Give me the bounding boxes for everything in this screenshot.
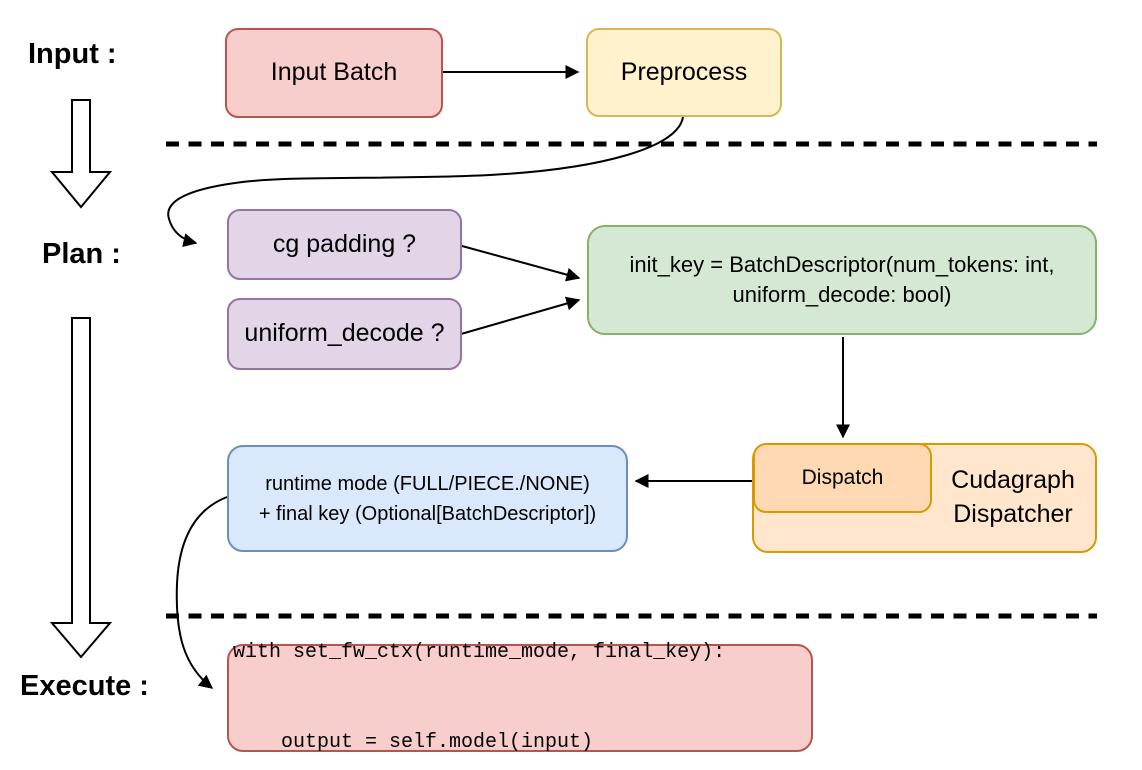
node-dispatch: Dispatch xyxy=(753,443,932,513)
stage-label-input: Input : xyxy=(28,38,117,70)
node-cg-padding: cg padding ? xyxy=(227,209,462,280)
node-execute-code-line2: output = self.model(input) xyxy=(233,731,594,754)
node-uniform-decode: uniform_decode ? xyxy=(227,298,462,370)
node-runtime-mode: runtime mode (FULL/PIECE./NONE) + final … xyxy=(227,445,628,552)
stage-label-execute: Execute : xyxy=(20,670,149,702)
stage-label-plan: Plan : xyxy=(42,238,121,270)
stage-arrow-plan-to-execute-icon xyxy=(49,317,113,659)
node-cg-padding-label: cg padding ? xyxy=(272,229,417,258)
stage-arrow-input-to-plan-icon xyxy=(49,99,113,209)
node-cudagraph-dispatcher-label: Cudagraph Dispatcher xyxy=(951,466,1075,528)
node-runtime-mode-line1: runtime mode (FULL/PIECE./NONE) xyxy=(265,472,590,495)
node-init-key: init_key = BatchDescriptor(num_tokens: i… xyxy=(587,225,1097,335)
node-preprocess: Preprocess xyxy=(586,28,782,117)
node-execute-code-line1: with set_fw_ctx(runtime_mode, final_key)… xyxy=(233,641,726,664)
node-dispatch-label: Dispatch xyxy=(801,465,884,489)
node-execute-code: with set_fw_ctx(runtime_mode, final_key)… xyxy=(227,641,813,754)
node-preprocess-label: Preprocess xyxy=(620,57,748,86)
node-init-key-line1: init_key = BatchDescriptor(num_tokens: i… xyxy=(629,252,1055,277)
arrow-uniform-decode-to-init-key xyxy=(460,296,581,335)
node-input-batch: Input Batch xyxy=(225,28,443,118)
arrow-preprocess-to-cg-padding xyxy=(167,116,684,247)
arrow-cg-padding-to-init-key xyxy=(461,245,581,282)
node-uniform-decode-label: uniform_decode ? xyxy=(244,319,445,348)
node-runtime-mode-line2: + final key (Optional[BatchDescriptor]) xyxy=(258,502,597,525)
node-input-batch-label: Input Batch xyxy=(270,58,398,87)
arrow-runtime-mode-to-execute-code xyxy=(175,496,228,689)
node-init-key-line2: uniform_decode: bool) xyxy=(732,282,952,307)
